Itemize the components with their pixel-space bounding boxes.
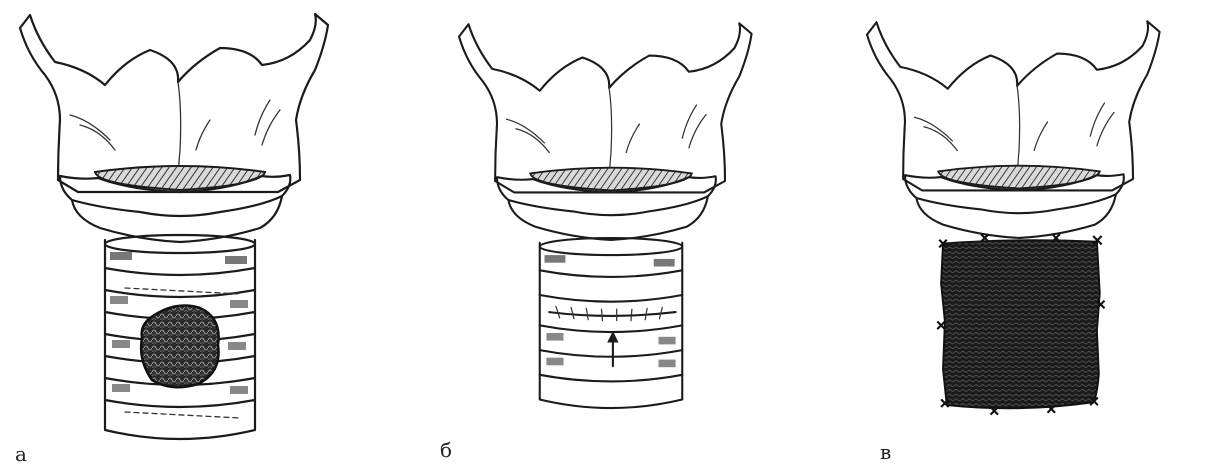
panel-b: б: [430, 0, 820, 466]
panel-c: в: [860, 0, 1217, 466]
suture-line: [549, 312, 675, 316]
panel-a: а: [0, 0, 400, 466]
illustration-sutured: [430, 0, 820, 466]
panel-label-b: б: [440, 440, 452, 460]
panel-label-a: а: [15, 444, 27, 464]
tumor: [141, 306, 219, 388]
graft-wrap: [941, 240, 1100, 408]
arrow-up-icon: [607, 331, 618, 366]
panel-label-c: в: [880, 442, 891, 462]
illustration-wrapped: [860, 0, 1217, 466]
illustration-tumor: [0, 0, 400, 466]
